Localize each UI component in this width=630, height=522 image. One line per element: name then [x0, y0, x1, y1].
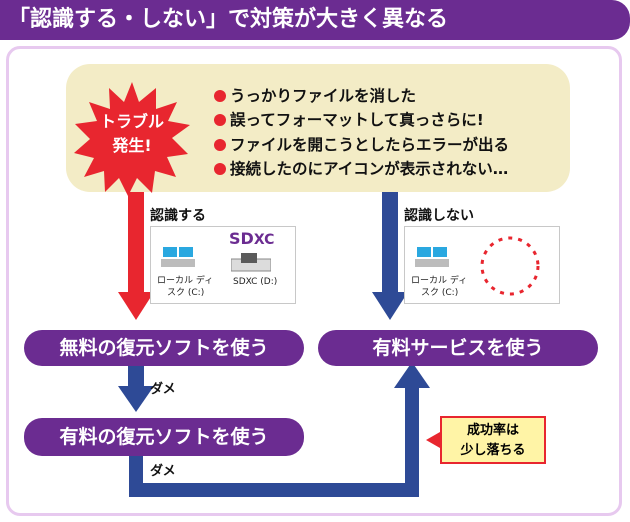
- free-recovery-software-step: 無料の復元ソフトを使う: [24, 330, 304, 366]
- problem-item: うっかりファイルを消した: [214, 84, 416, 106]
- bullet-icon: [214, 114, 226, 126]
- starburst-badge: [74, 82, 190, 196]
- local-disk-name-line2: スク (C:): [167, 288, 205, 298]
- bullet-icon: [214, 139, 226, 151]
- local-disk-icon: [161, 247, 195, 267]
- sdxc-drive-name: SDXC (D:): [233, 277, 278, 287]
- problem-item-text: ファイルを開こうとしたらエラーが出る: [230, 136, 510, 154]
- local-disk-name-line1: ローカル ディ: [157, 276, 214, 286]
- problem-item-text: 誤ってフォーマットして真っさらに!: [230, 111, 484, 129]
- explorer-card-recognized: ローカル ディ スク (C:) SDXC SDXC (D:): [150, 226, 296, 304]
- trouble-badge-label: トラブル 発生!: [92, 110, 172, 158]
- local-disk-name-line2: スク (C:): [421, 288, 459, 298]
- problem-item: 接続したのにアイコンが表示されない…: [214, 157, 508, 179]
- problem-item: ファイルを開こうとしたらエラーが出る: [214, 133, 509, 155]
- sd-card-drive-icon: [231, 253, 271, 272]
- recognized-label: 認識する: [150, 208, 206, 224]
- fail-label: ダメ: [150, 382, 176, 397]
- fail-label: ダメ: [150, 464, 176, 479]
- not-recognized-label: 認識しない: [404, 208, 474, 224]
- paid-recovery-software-step: 有料の復元ソフトを使う: [24, 418, 304, 456]
- callout-line1: 成功率は: [466, 423, 519, 438]
- bullet-icon: [214, 90, 226, 102]
- explorer-card-not-recognized: ローカル ディ スク (C:): [404, 226, 560, 304]
- sdxc-logo-sd: SD: [229, 229, 254, 248]
- sdxc-logo: SDXC: [229, 229, 274, 248]
- local-disk-icon: [415, 247, 449, 267]
- sdxc-logo-xc: XC: [253, 232, 275, 248]
- diagram-frame: [6, 46, 622, 516]
- page-title: 「認識する・しない」で対策が大きく異なる: [0, 0, 630, 40]
- problem-item-text: 接続したのにアイコンが表示されない…: [230, 160, 509, 178]
- problem-item-text: うっかりファイルを消した: [230, 87, 417, 105]
- missing-drive-dashed-circle-icon: [480, 236, 540, 296]
- success-rate-callout: 成功率は 少し落ちる: [440, 416, 546, 464]
- local-disk-name-line1: ローカル ディ: [411, 276, 468, 286]
- callout-line2: 少し落ちる: [460, 443, 526, 458]
- paid-service-step: 有料サービスを使う: [318, 330, 598, 366]
- badge-line2: 発生!: [112, 136, 152, 155]
- badge-line1: トラブル: [99, 112, 164, 131]
- bullet-icon: [214, 163, 226, 175]
- problem-item: 誤ってフォーマットして真っさらに!: [214, 108, 484, 130]
